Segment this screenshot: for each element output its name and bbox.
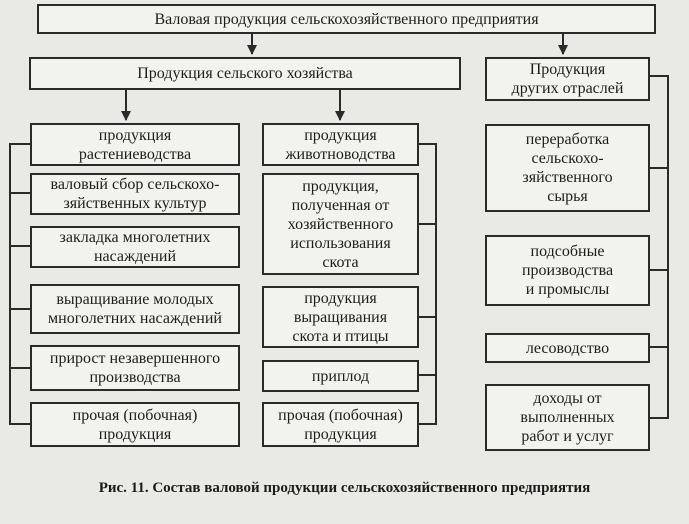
animal-item-4: прочая (побочная) продукция (262, 402, 419, 447)
agri-box: Продукция сельского хозяйства (29, 57, 461, 90)
other-item-4: доходы от выполненных работ и услуг (485, 384, 650, 451)
crop-bracket (9, 143, 30, 425)
other-box: Продукция других отраслей (485, 57, 650, 101)
other-item-3: лесоводство (485, 333, 650, 363)
crop-item-1: валовый сбор сельскохо- зяйственных куль… (30, 173, 240, 215)
other-item-2: подсобные производства и промыслы (485, 235, 650, 306)
animal-title-box: продукция животноводства (262, 123, 419, 166)
animal-item-1: продукция, полученная от хозяйственного … (262, 173, 419, 275)
figure-caption: Рис. 11. Состав валовой продукции сельск… (98, 480, 591, 496)
other-item-1: переработка сельскохо- зяйственного сырь… (485, 124, 650, 212)
crop-item-5: прочая (побочная) продукция (30, 402, 240, 447)
crop-item-2: закладка многолетних насаждений (30, 226, 240, 268)
root-box: Валовая продукция сельскохозяйственного … (37, 4, 656, 34)
crop-title-box: продукция растениеводства (30, 123, 240, 166)
other-bracket (650, 75, 669, 419)
animal-item-3: приплод (262, 360, 419, 392)
animal-bracket (419, 143, 437, 425)
animal-item-2: продукция выращивания скота и птицы (262, 286, 419, 348)
crop-item-4: прирост незавершенного производства (30, 345, 240, 391)
crop-item-3: выращивание молодых многолетних насажден… (30, 284, 240, 334)
